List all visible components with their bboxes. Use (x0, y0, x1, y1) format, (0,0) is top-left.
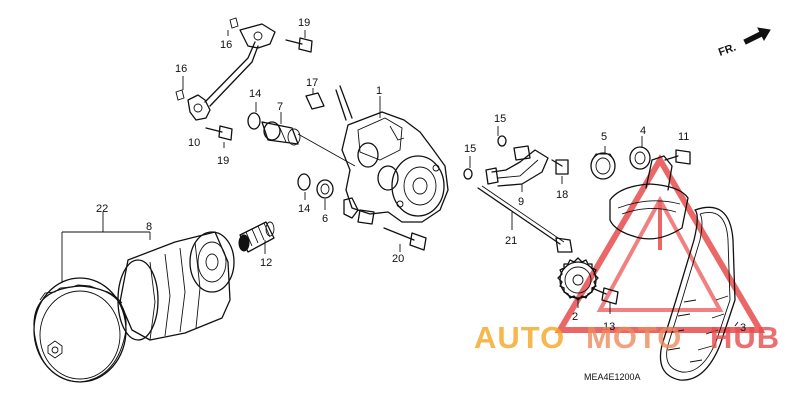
joint-pipe-7 (261, 121, 301, 146)
part-label-3: 3 (740, 322, 746, 334)
front-direction-label: FR. (717, 41, 738, 58)
oil-filter (117, 231, 235, 341)
part-label-5: 5 (601, 131, 607, 143)
bolt-13 (591, 287, 619, 305)
diagram-code: MEA4E1200A (584, 372, 641, 382)
watermark-word-moto: MOTO (586, 320, 682, 355)
part-label-13: 13 (603, 321, 615, 333)
part-label-11: 11 (678, 131, 689, 143)
stud-21 (477, 185, 573, 253)
part-label-9: 9 (518, 196, 524, 208)
watermark-word-auto: AUTO (474, 320, 565, 355)
part-label-14-upper: 14 (249, 88, 261, 100)
part-label-17: 17 (306, 77, 318, 89)
part-label-10: 10 (188, 137, 200, 149)
part-label-22: 22 (96, 203, 108, 215)
part-label-7: 7 (277, 101, 283, 113)
bolt-18 (551, 159, 569, 175)
dowel-17 (305, 92, 325, 110)
part-label-19-lower: 19 (217, 155, 229, 167)
oil-pump (335, 85, 449, 225)
bolt-20 (383, 227, 427, 251)
part-label-8: 8 (146, 221, 152, 233)
part-label-2: 2 (572, 311, 578, 323)
part-label-15-upper: 15 (494, 113, 506, 125)
part-label-16-lower: 16 (175, 63, 187, 75)
watermark-word-hub: HUB (710, 320, 780, 355)
washer-14-lower (297, 173, 311, 191)
drive-chain-3 (659, 206, 736, 381)
part-label-6: 6 (322, 213, 328, 225)
washer-14-upper (247, 112, 261, 130)
part-label-15-lower: 15 (464, 143, 476, 155)
collar-6 (316, 179, 334, 199)
part-label-19-upper: 19 (298, 17, 310, 29)
bolt-11 (664, 149, 691, 165)
part-label-21: 21 (505, 235, 517, 247)
part-label-1: 1 (376, 85, 382, 97)
part-label-14-lower: 14 (298, 203, 310, 215)
bolt-12 (238, 221, 275, 253)
leader-lines (61, 30, 739, 327)
oil-pipe-9 (463, 135, 549, 187)
oil-filter-cover (33, 277, 127, 383)
part-label-18: 18 (556, 189, 568, 201)
bolt-19-top (285, 37, 313, 53)
part-labels: 1 2 3 4 5 6 7 8 9 10 11 12 13 14 14 15 1… (96, 17, 746, 334)
part-label-16-upper: 16 (220, 39, 232, 51)
bolt-19-lower (205, 125, 233, 141)
bracket (175, 17, 276, 121)
front-direction-arrow (743, 27, 771, 45)
strainer-4 (609, 146, 689, 240)
part-label-4: 4 (640, 125, 646, 137)
watermark-text: AUTO MOTO HUB (474, 320, 780, 355)
o-ring-5 (590, 152, 616, 180)
part-label-12: 12 (260, 257, 272, 269)
part-label-20: 20 (392, 253, 404, 265)
